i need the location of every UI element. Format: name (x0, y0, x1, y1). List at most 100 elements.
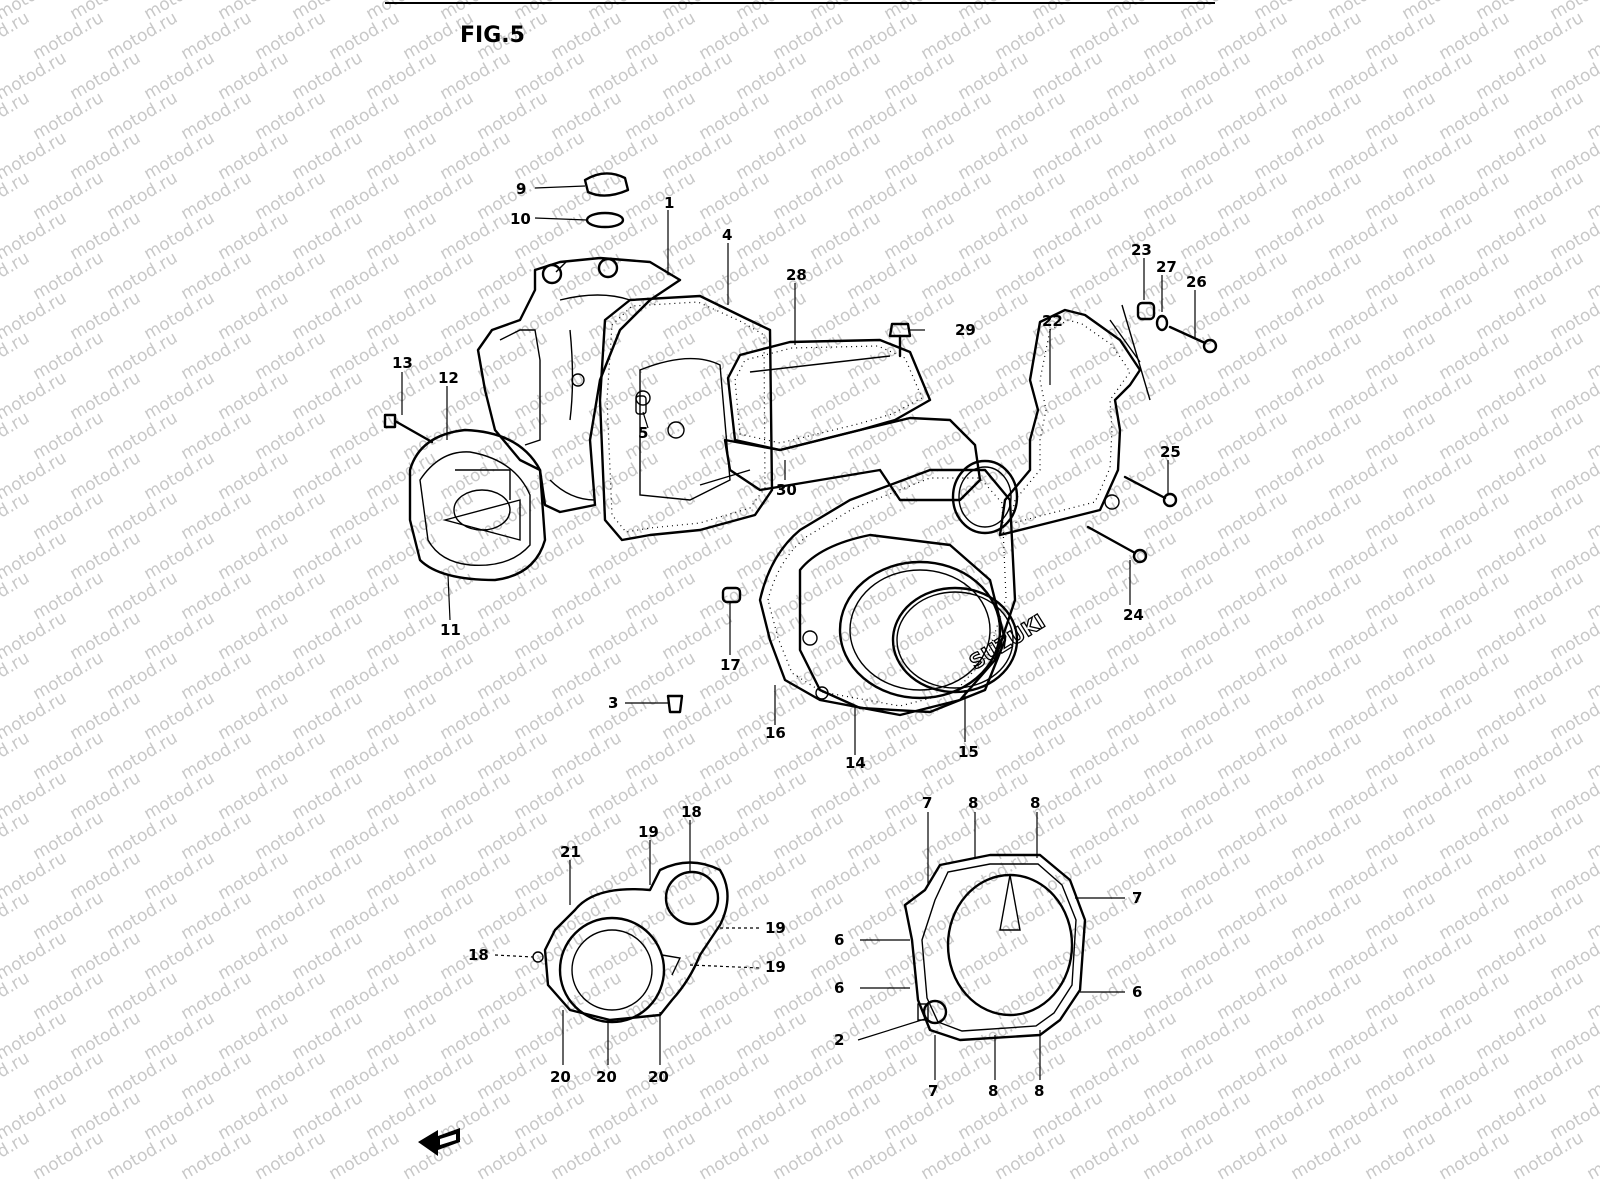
watermark-text: motod.ru (1436, 408, 1514, 464)
watermark-text: motod.ru (844, 568, 922, 624)
watermark-text: motod.ru (1362, 648, 1440, 704)
watermark-text: motod.ru (363, 128, 441, 184)
watermark-text: motod.ru (178, 1048, 256, 1104)
callout-6a: 6 (834, 931, 844, 949)
watermark-text: motod.ru (770, 808, 848, 864)
watermark-text: motod.ru (696, 488, 774, 544)
watermark-text: motod.ru (1473, 768, 1551, 824)
watermark-text: motod.ru (511, 1088, 589, 1144)
watermark-text: motod.ru (363, 1008, 441, 1064)
watermark-text: motod.ru (844, 1048, 922, 1104)
watermark-text: motod.ru (1177, 1088, 1255, 1144)
watermark-text: motod.ru (807, 688, 885, 744)
watermark-text: motod.ru (548, 488, 626, 544)
watermark-text: motod.ru (881, 768, 959, 824)
watermark-text: motod.ru (104, 568, 182, 624)
watermark-text: motod.ru (67, 688, 145, 744)
watermark-text: motod.ru (104, 8, 182, 64)
watermark-text: motod.ru (1436, 728, 1514, 784)
watermark-text: motod.ru (585, 288, 663, 344)
callout-29: 29 (955, 321, 976, 339)
watermark-text: motod.ru (215, 848, 293, 904)
watermark-text: motod.ru (1288, 248, 1366, 304)
watermark-text: motod.ru (1288, 648, 1366, 704)
watermark-text: motod.ru (289, 848, 367, 904)
watermark-text: motod.ru (770, 88, 848, 144)
watermark-text: motod.ru (1140, 168, 1218, 224)
watermark-text: motod.ru (1584, 488, 1600, 544)
leader-lines (401, 185, 1196, 1080)
watermark-text: motod.ru (1140, 1048, 1218, 1104)
watermark-text: motod.ru (955, 48, 1033, 104)
callout-8b: 8 (1030, 794, 1040, 812)
watermark-text: motod.ru (1103, 128, 1181, 184)
watermark-text: motod.ru (252, 248, 330, 304)
watermark-text: motod.ru (1473, 128, 1551, 184)
callout-25: 25 (1160, 443, 1181, 461)
watermark-text: motod.ru (1325, 688, 1403, 744)
watermark-text: motod.ru (1325, 768, 1403, 824)
watermark-text: motod.ru (1177, 768, 1255, 824)
watermark-text: motod.ru (363, 608, 441, 664)
watermark-text: motod.ru (696, 1128, 774, 1184)
watermark-text: motod.ru (1399, 1088, 1477, 1144)
watermark-text: motod.ru (585, 208, 663, 264)
callout-20b: 20 (596, 1068, 617, 1086)
callout-15: 15 (958, 743, 979, 761)
watermark-text: motod.ru (363, 288, 441, 344)
watermark-text: motod.ru (844, 1128, 922, 1184)
watermark-text: motod.ru (252, 408, 330, 464)
watermark-text: motod.ru (881, 1088, 959, 1144)
watermark-text: motod.ru (1510, 1128, 1588, 1184)
watermark-text: motod.ru (844, 968, 922, 1024)
watermark-text: motod.ru (1584, 168, 1600, 224)
watermark-text: motod.ru (1510, 8, 1588, 64)
watermark-text: motod.ru (844, 408, 922, 464)
watermark-text: motod.ru (511, 928, 589, 984)
watermark-text: motod.ru (992, 168, 1070, 224)
watermark-text: motod.ru (215, 48, 293, 104)
watermark-text: motod.ru (1140, 888, 1218, 944)
watermark-text: motod.ru (252, 888, 330, 944)
watermark-text: motod.ru (363, 368, 441, 424)
watermark-text: motod.ru (326, 968, 404, 1024)
watermark-text: motod.ru (1362, 808, 1440, 864)
watermark-text: motod.ru (289, 1008, 367, 1064)
oring-10 (585, 211, 625, 229)
watermark-text: motod.ru (437, 128, 515, 184)
watermark-text: motod.ru (955, 528, 1033, 584)
watermark-text: motod.ru (548, 328, 626, 384)
callout-24: 24 (1123, 606, 1144, 624)
watermark-text: motod.ru (1251, 208, 1329, 264)
callout-6c: 6 (1132, 983, 1142, 1001)
watermark-text: motod.ru (1510, 1048, 1588, 1104)
watermark-text: motod.ru (918, 168, 996, 224)
watermark-text: motod.ru (1584, 888, 1600, 944)
watermark-text: motod.ru (807, 368, 885, 424)
callout-8a: 8 (968, 794, 978, 812)
watermark-text: motod.ru (104, 408, 182, 464)
watermark-text: motod.ru (1510, 808, 1588, 864)
watermark-text: motod.ru (400, 968, 478, 1024)
watermark-text: motod.ru (326, 1048, 404, 1104)
watermark-text: motod.ru (1510, 248, 1588, 304)
watermark-text: motod.ru (1103, 768, 1181, 824)
watermark-text: motod.ru (733, 1088, 811, 1144)
watermark-text: motod.ru (1140, 728, 1218, 784)
watermark-text: motod.ru (67, 48, 145, 104)
watermark-text: motod.ru (67, 1088, 145, 1144)
watermark-text: motod.ru (178, 648, 256, 704)
watermark-text: motod.ru (30, 968, 108, 1024)
watermark-text: motod.ru (585, 1088, 663, 1144)
watermark-text: motod.ru (511, 608, 589, 664)
watermark-text: motod.ru (1362, 88, 1440, 144)
watermark-text: motod.ru (30, 568, 108, 624)
watermark-text: motod.ru (1436, 328, 1514, 384)
watermark-text: motod.ru (30, 168, 108, 224)
watermark-text: motod.ru (252, 568, 330, 624)
watermark-text: motod.ru (548, 888, 626, 944)
watermark-text: motod.ru (289, 608, 367, 664)
bolt-25 (1123, 475, 1178, 508)
callout-8d: 8 (1034, 1082, 1044, 1100)
watermark-text: motod.ru (1510, 728, 1588, 784)
